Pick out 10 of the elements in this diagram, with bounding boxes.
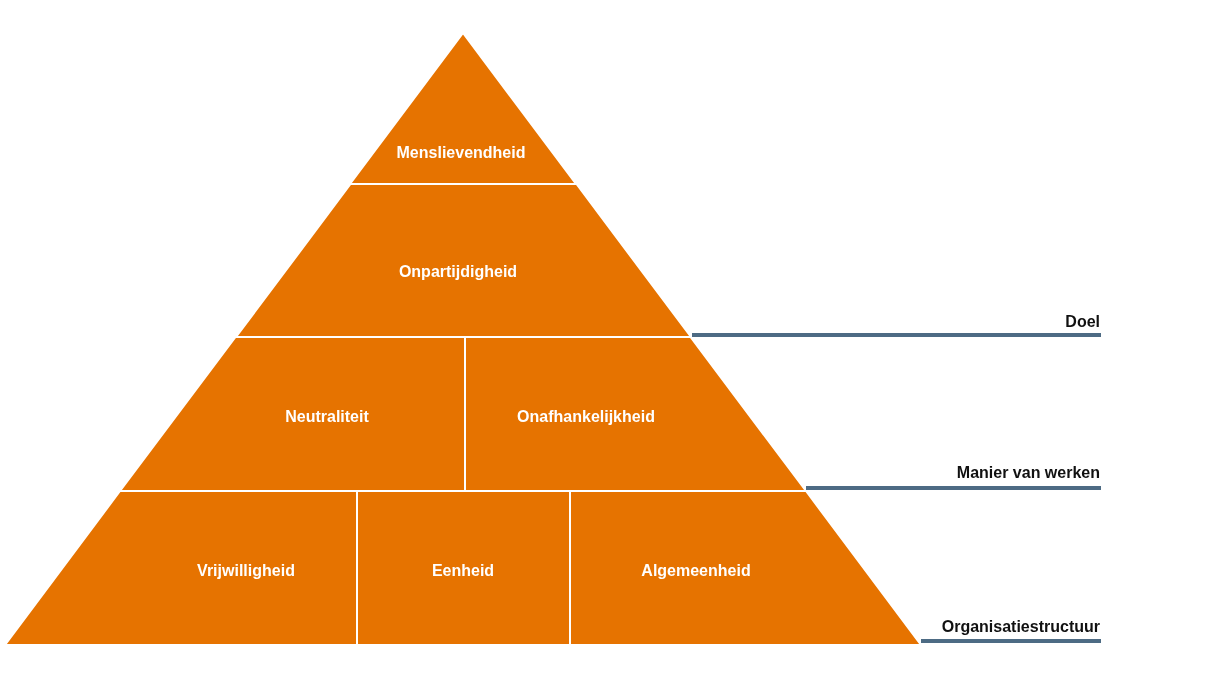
segment-label: Algemeenheid <box>641 562 751 580</box>
segment-label: Onafhankelijkheid <box>517 408 655 426</box>
segment-label: Vrijwilligheid <box>197 562 295 580</box>
level-label: Organisatiestructuur <box>941 618 1100 636</box>
segment-label: Onpartijdigheid <box>398 263 518 281</box>
segment-label: Menslievendheid <box>396 144 526 162</box>
segment-label: Neutraliteit <box>285 408 369 426</box>
level-label: Doel <box>1065 313 1100 331</box>
segment-label: Eenheid <box>431 562 495 580</box>
level-label: Manier van werken <box>956 464 1100 482</box>
